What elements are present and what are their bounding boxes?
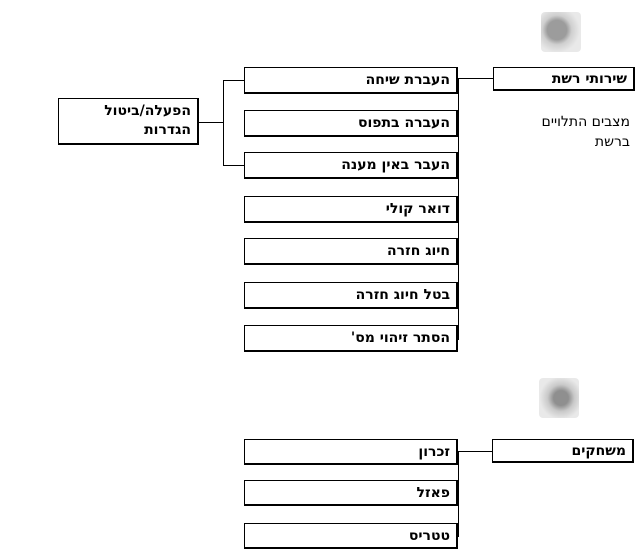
network-item-label: בטל חיוג חזרה — [355, 287, 450, 303]
games-item: טטריס — [244, 523, 458, 549]
games-box: משחקים — [492, 439, 634, 463]
games-label: משחקים — [571, 442, 626, 459]
network-item: דואר קולי — [244, 196, 458, 223]
settings-bracket-top — [223, 80, 245, 81]
network-item: העברת שיחה — [244, 67, 458, 94]
network-item: הסתר זיהוי מס' — [244, 325, 458, 352]
network-connector — [458, 78, 494, 79]
network-item: בטל חיוג חזרה — [244, 282, 458, 309]
games-item: פאזל — [244, 480, 458, 506]
settings-connector — [198, 122, 224, 123]
network-item-label: הסתר זיהוי מס' — [350, 330, 450, 346]
network-trunk — [458, 78, 459, 340]
games-item-label: פאזל — [416, 484, 450, 501]
network-item-label: העבר באין מענה — [341, 157, 450, 173]
settings-label-line1: הפעלה/ביטול — [104, 103, 191, 119]
network-note: מצבים התלויים ברשת — [490, 112, 630, 152]
network-item: חיוג חזרה — [244, 238, 458, 265]
settings-bracket-vertical — [223, 80, 224, 166]
network-item-label: חיוג חזרה — [387, 243, 450, 259]
network-item: העברה בתפוס — [244, 110, 458, 137]
settings-label-line2: הגדרות — [144, 122, 191, 138]
network-services-label: שירותי רשת — [551, 70, 627, 87]
network-note-line1: מצבים התלויים — [541, 114, 630, 130]
games-connector — [458, 451, 493, 452]
games-trunk — [458, 451, 459, 537]
globe-icon — [541, 12, 581, 52]
settings-box: הפעלה/ביטול הגדרות — [58, 98, 199, 145]
network-item-label: דואר קולי — [385, 201, 450, 217]
network-item: העבר באין מענה — [244, 152, 458, 179]
games-item-label: זכרון — [418, 443, 450, 460]
game-controller-icon — [539, 378, 579, 418]
settings-bracket-bottom — [223, 165, 245, 166]
network-note-line2: ברשת — [594, 134, 630, 150]
games-item-label: טטריס — [408, 527, 450, 544]
games-item: זכרון — [244, 439, 458, 465]
network-item-label: העברת שיחה — [365, 72, 450, 88]
network-item-label: העברה בתפוס — [357, 115, 450, 131]
network-services-box: שירותי רשת — [493, 67, 635, 91]
